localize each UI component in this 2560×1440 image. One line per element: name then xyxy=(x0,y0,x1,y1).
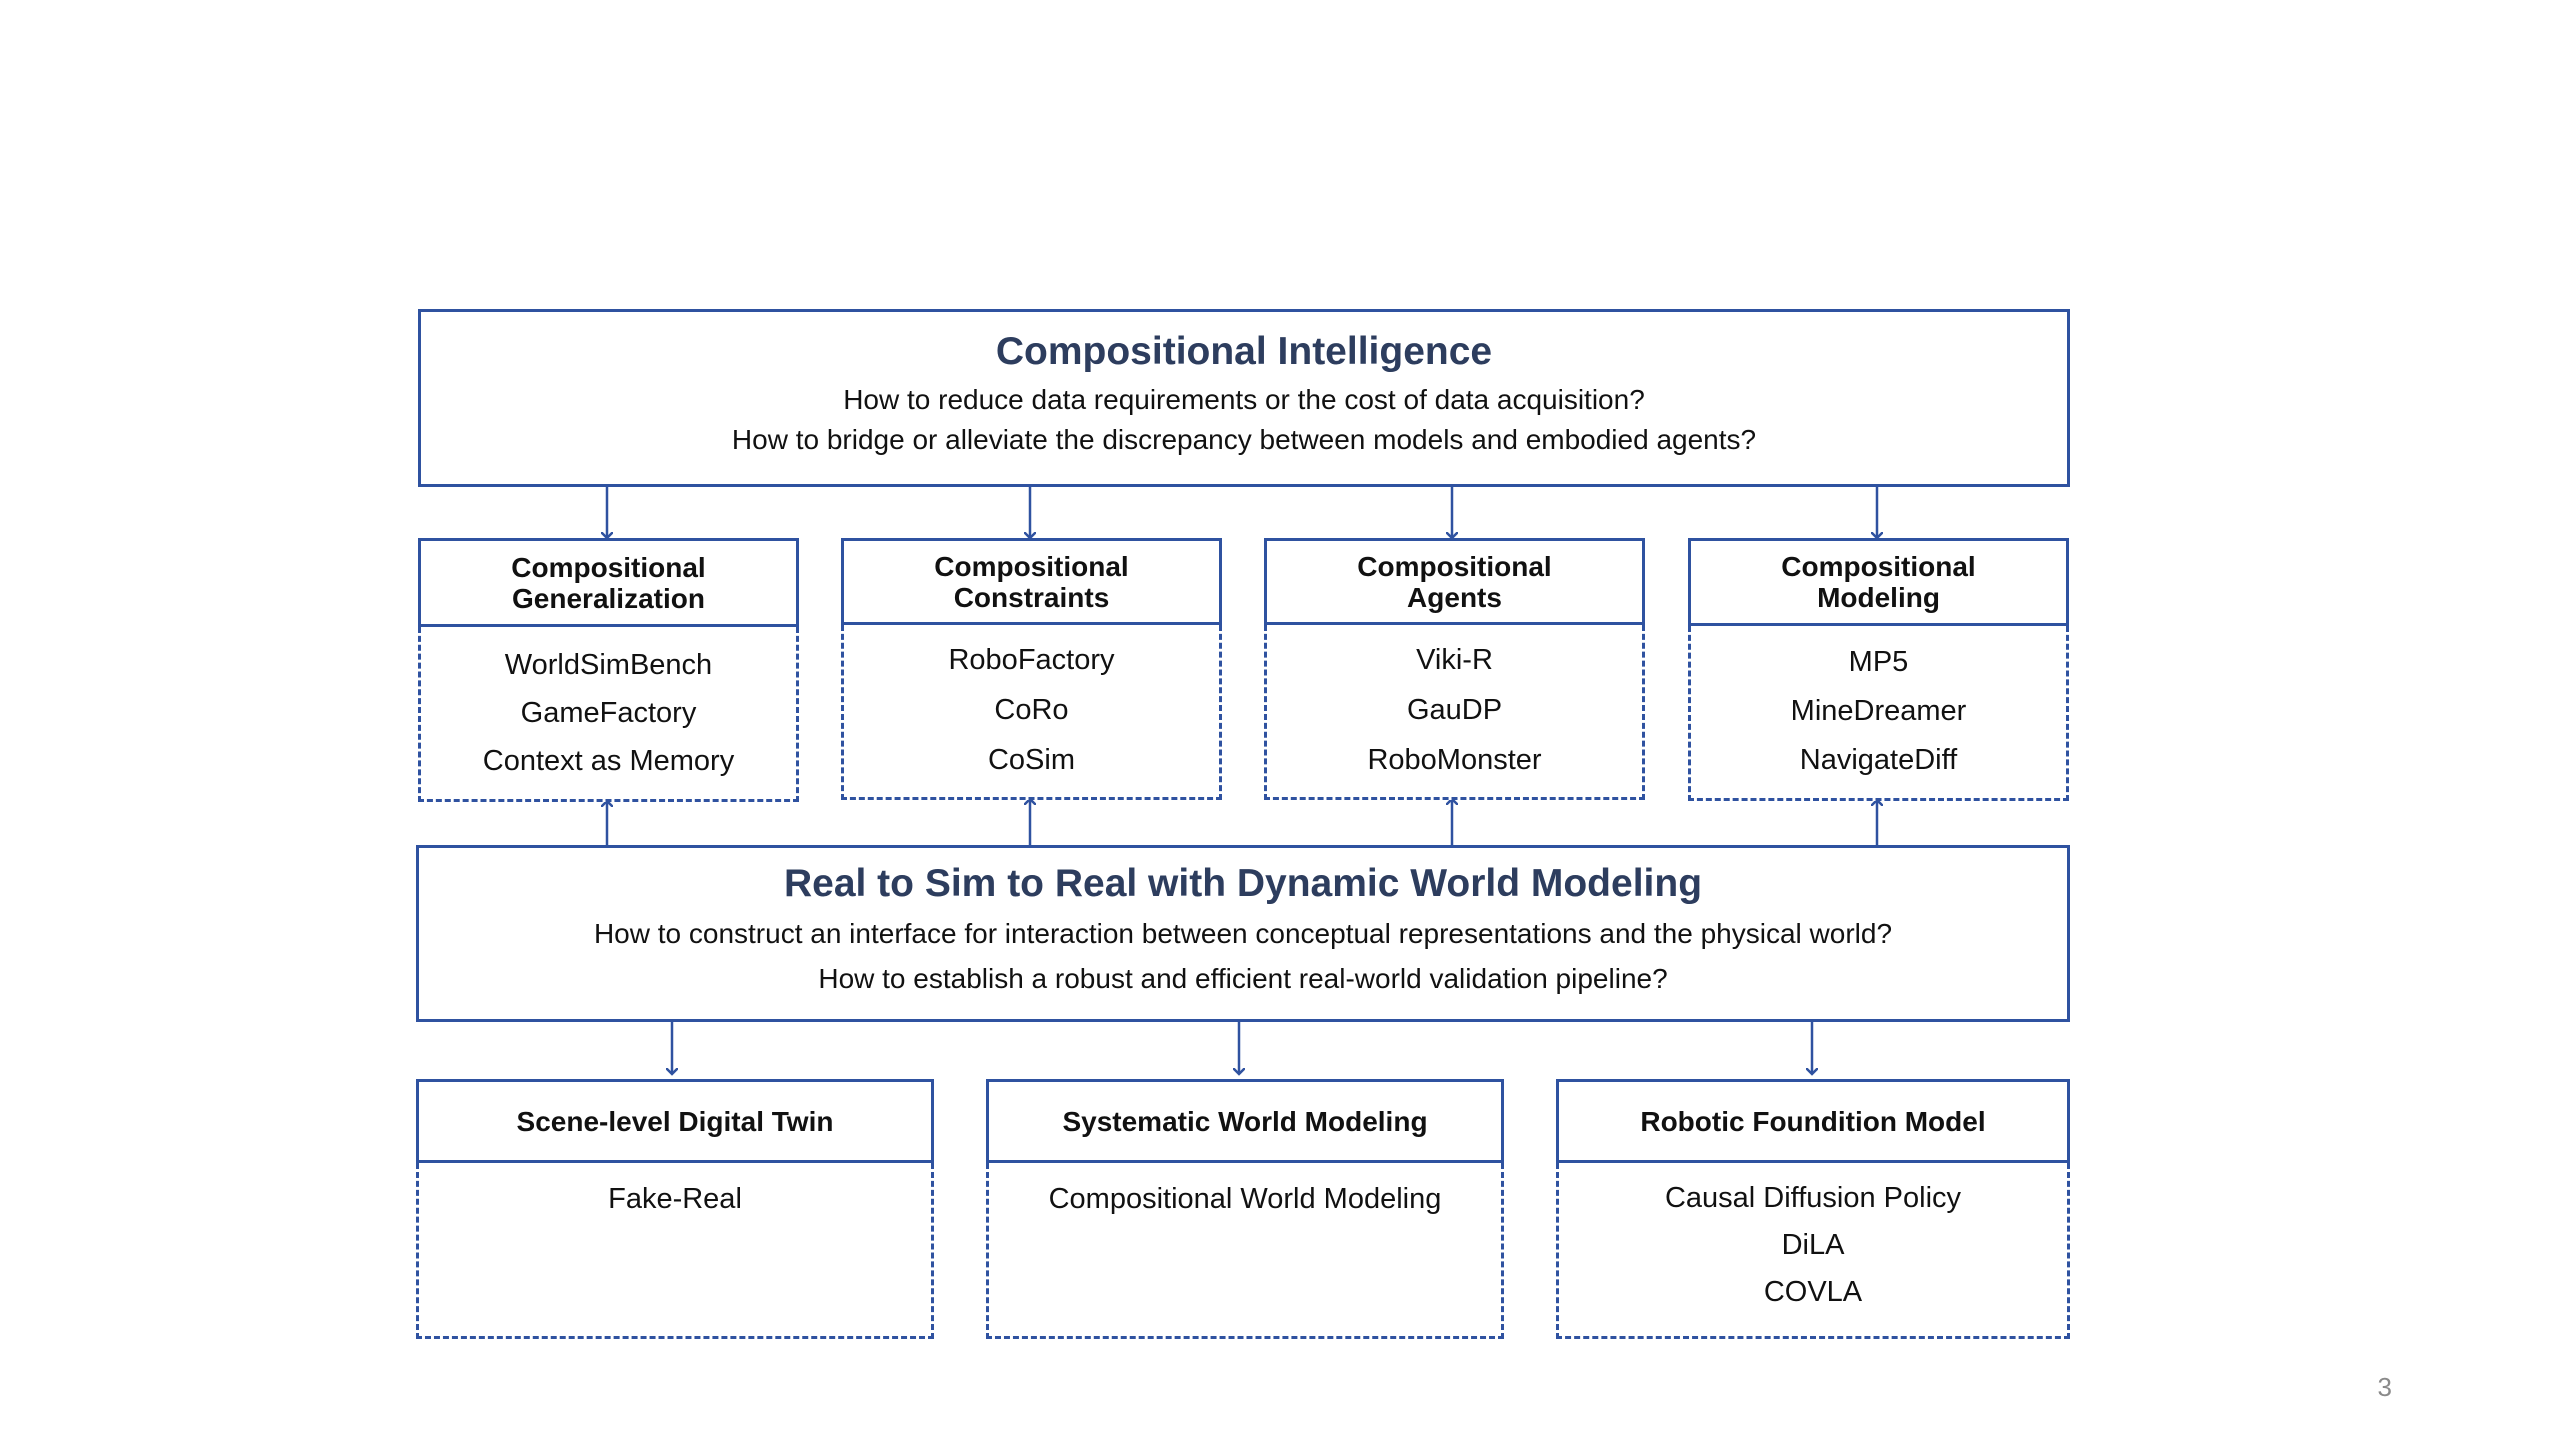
foundation-model-list: Causal Diffusion Policy DiLA COVLA xyxy=(1556,1163,2070,1339)
generalization-title-line1: Compositional xyxy=(511,551,706,583)
middle-title: Real to Sim to Real with Dynamic World M… xyxy=(783,862,1703,906)
list-item: Causal Diffusion Policy xyxy=(1664,1182,1962,1214)
digital-twin-header: Scene-level Digital Twin xyxy=(416,1079,934,1163)
list-item: MP5 xyxy=(1848,646,1909,678)
agents-title-line1: Compositional xyxy=(1357,550,1552,582)
digital-twin-title: Scene-level Digital Twin xyxy=(516,1105,834,1137)
constraints-title-line2: Constraints xyxy=(953,581,1110,613)
constraints-header: Compositional Constraints xyxy=(841,538,1222,625)
list-item: RoboMonster xyxy=(1367,744,1542,776)
compositional-intelligence-box: Compositional Intelligence How to reduce… xyxy=(418,309,2070,487)
list-item: GauDP xyxy=(1406,694,1503,726)
modeling-list: MP5 MineDreamer NavigateDiff xyxy=(1688,626,2069,801)
list-item: Viki-R xyxy=(1416,644,1493,676)
world-modeling-title: Systematic World Modeling xyxy=(1062,1105,1428,1137)
list-item: CoRo xyxy=(994,694,1069,726)
top-title: Compositional Intelligence xyxy=(995,329,1493,373)
generalization-header: Compositional Generalization xyxy=(418,538,799,627)
world-modeling-list: Compositional World Modeling xyxy=(986,1163,1504,1339)
constraints-list: RoboFactory CoRo CoSim xyxy=(841,625,1222,800)
digital-twin-list: Fake-Real xyxy=(416,1163,934,1339)
modeling-title-line1: Compositional xyxy=(1781,551,1976,582)
list-item: WorldSimBench xyxy=(504,649,713,681)
real-to-sim-to-real-box: Real to Sim to Real with Dynamic World M… xyxy=(416,845,2070,1022)
top-question-2: How to bridge or alleviate the discrepan… xyxy=(731,424,1757,456)
list-item: MineDreamer xyxy=(1790,695,1967,727)
middle-question-2: How to establish a robust and efficient … xyxy=(818,962,1668,994)
agents-header: Compositional Agents xyxy=(1264,538,1645,625)
modeling-title-line2: Modeling xyxy=(1817,582,1940,613)
world-modeling-header: Systematic World Modeling xyxy=(986,1079,1504,1163)
list-item: COVLA xyxy=(1763,1276,1863,1308)
constraints-title-line1: Compositional xyxy=(934,550,1129,582)
middle-question-1: How to construct an interface for intera… xyxy=(593,917,1893,949)
foundation-model-title: Robotic Foundition Model xyxy=(1640,1105,1986,1137)
agents-title-line2: Agents xyxy=(1407,581,1502,613)
list-item: CoSim xyxy=(987,744,1075,776)
list-item: RoboFactory xyxy=(948,644,1115,676)
generalization-title-line2: Generalization xyxy=(512,582,705,614)
list-item: NavigateDiff xyxy=(1799,744,1958,776)
list-item: Context as Memory xyxy=(482,745,735,777)
page-number: 3 xyxy=(2377,1372,2392,1402)
agents-list: Viki-R GauDP RoboMonster xyxy=(1264,625,1645,800)
list-item: Compositional World Modeling xyxy=(1048,1183,1442,1215)
list-item: DiLA xyxy=(1781,1229,1845,1261)
generalization-list: WorldSimBench GameFactory Context as Mem… xyxy=(418,627,799,802)
list-item: Fake-Real xyxy=(608,1183,742,1215)
list-item: GameFactory xyxy=(520,697,697,729)
foundation-model-header: Robotic Foundition Model xyxy=(1556,1079,2070,1163)
modeling-header: Compositional Modeling xyxy=(1688,538,2069,626)
top-question-1: How to reduce data requirements or the c… xyxy=(843,384,1645,416)
